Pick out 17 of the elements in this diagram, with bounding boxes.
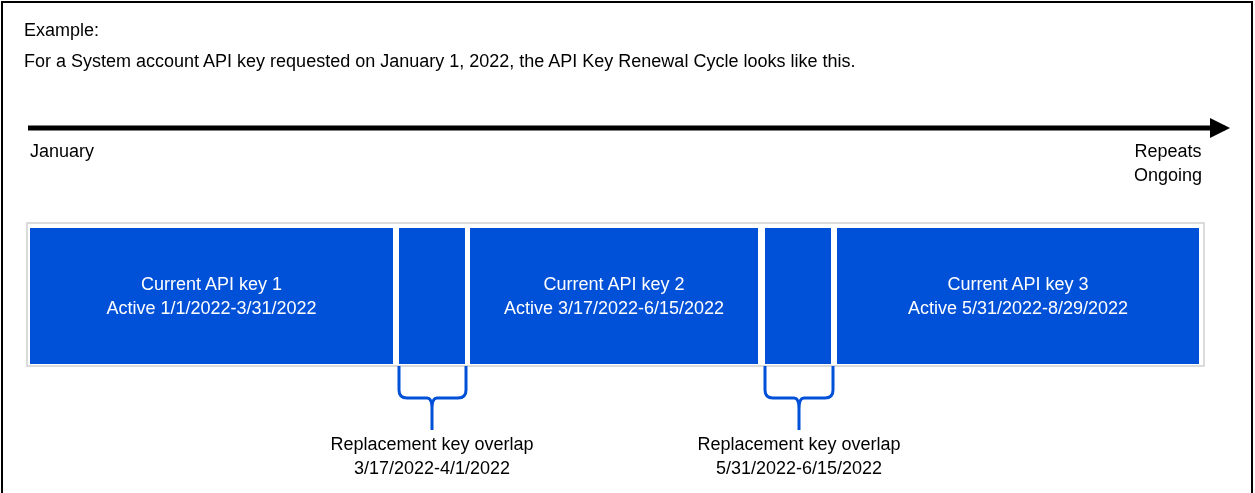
key-title: Current API key 1	[140, 273, 283, 296]
overlap-bar	[765, 228, 831, 364]
overlap-bar	[399, 228, 465, 364]
key-period-bar	[470, 228, 758, 364]
start-label: January	[30, 140, 96, 163]
key-period-bar	[837, 228, 1199, 364]
key-title: Current API key 3	[947, 273, 1089, 296]
active-dates: Active 5/31/2022-8/29/2022	[907, 297, 1129, 320]
heading: Example:	[24, 19, 101, 42]
description-text: For a System account API key requested on January 1, 2022, the API Key Renewal Cycle looks like this.	[24, 50, 857, 73]
active-dates: Active 3/17/2022-6/15/2022	[503, 297, 725, 320]
overlap-label: Replacement key overlap 3/17/2022-4/1/2022	[329, 433, 535, 480]
overlap-label: Replacement key overlap 5/31/2022-6/15/2022	[696, 433, 902, 480]
end-label: Repeats Ongoing	[1132, 140, 1204, 187]
key-period-bar	[30, 228, 393, 364]
active-dates: Active 1/1/2022-3/31/2022	[106, 297, 317, 320]
key-title: Current API key 2	[543, 273, 685, 296]
